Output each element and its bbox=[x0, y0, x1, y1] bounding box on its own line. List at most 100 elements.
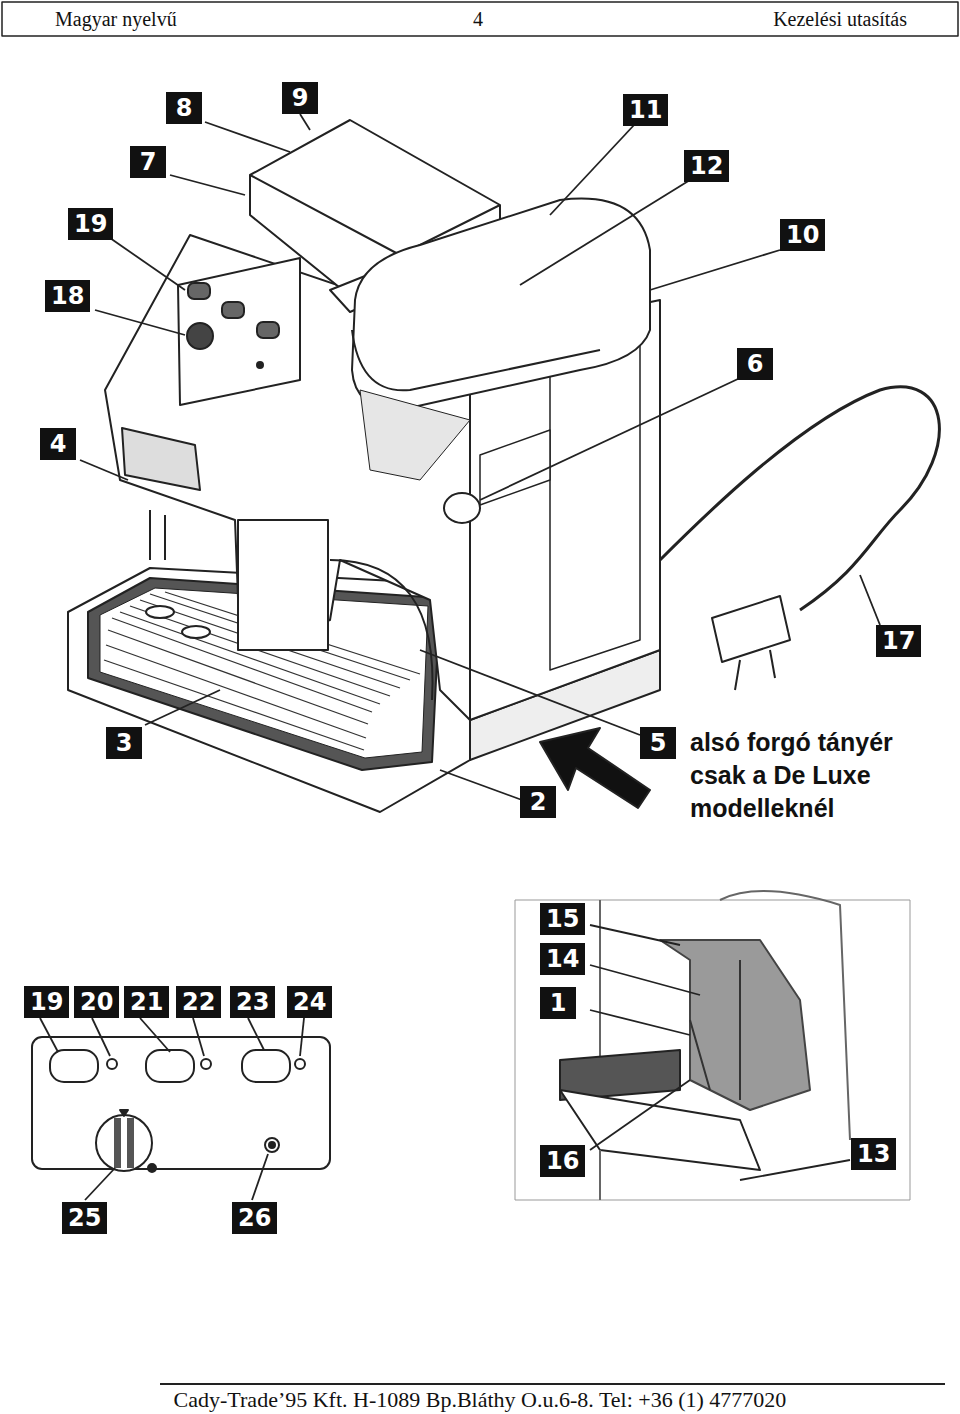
panel-shape bbox=[242, 1050, 290, 1082]
round-part bbox=[96, 1115, 152, 1171]
round-part bbox=[148, 1164, 156, 1172]
leader-line bbox=[860, 575, 880, 625]
outline-shape bbox=[352, 330, 600, 390]
leader-line bbox=[252, 1154, 268, 1200]
outline-shape bbox=[150, 510, 165, 560]
outline-shape bbox=[599, 1150, 601, 1200]
leader-line bbox=[590, 1010, 690, 1035]
panel-shape bbox=[257, 322, 279, 338]
leader-line bbox=[205, 122, 290, 152]
callout-number: 19 bbox=[68, 208, 113, 240]
outline-shape bbox=[178, 258, 300, 405]
callout-number: 15 bbox=[540, 903, 585, 935]
leader-line bbox=[106, 645, 366, 738]
callout-number: 5 bbox=[640, 727, 676, 759]
callout-number: 25 bbox=[62, 1202, 107, 1234]
callout-number: 2 bbox=[520, 786, 556, 818]
callout-number: 23 bbox=[230, 986, 275, 1018]
leader-line bbox=[95, 310, 185, 335]
leader-line bbox=[104, 660, 364, 750]
outline-shape bbox=[122, 428, 200, 490]
leader-line bbox=[248, 1018, 264, 1050]
leader-line bbox=[740, 1160, 850, 1180]
panel-shape bbox=[50, 1050, 98, 1082]
leader-line bbox=[480, 378, 740, 500]
drawing-group bbox=[40, 1018, 304, 1200]
leader-line bbox=[300, 1018, 304, 1056]
leader-line bbox=[145, 690, 220, 725]
panel-shape bbox=[238, 520, 328, 650]
leader-line bbox=[770, 650, 775, 678]
note-text: alsó forgó tányér csak a De Luxe modelle… bbox=[690, 726, 952, 825]
outline-shape bbox=[480, 430, 550, 505]
outline-shape bbox=[660, 387, 939, 610]
panel-shape bbox=[188, 283, 210, 299]
outline-shape bbox=[540, 728, 650, 808]
round-part bbox=[265, 1138, 279, 1152]
callout-number: 6 bbox=[737, 348, 773, 380]
leader-line bbox=[40, 1018, 58, 1052]
panel-shape bbox=[222, 302, 244, 318]
round-part bbox=[257, 362, 263, 368]
outline-shape bbox=[120, 1110, 128, 1116]
leader-line bbox=[193, 1018, 204, 1056]
callout-number: 3 bbox=[106, 727, 142, 759]
round-part bbox=[146, 606, 174, 618]
outline-shape bbox=[330, 560, 433, 700]
leader-line bbox=[440, 770, 522, 800]
callout-number: 22 bbox=[176, 986, 221, 1018]
outline-shape bbox=[690, 960, 740, 1100]
leader-line bbox=[160, 1383, 945, 1385]
callout-number: 21 bbox=[124, 986, 169, 1018]
callout-number: 1 bbox=[540, 987, 576, 1019]
leader-line bbox=[85, 1168, 115, 1200]
leader-line bbox=[80, 460, 128, 480]
leader-line bbox=[520, 180, 690, 285]
callout-number: 17 bbox=[876, 625, 921, 657]
round-part bbox=[187, 323, 213, 349]
outline-shape bbox=[550, 345, 640, 670]
callout-number: 11 bbox=[623, 94, 668, 126]
panel-shape bbox=[146, 1050, 194, 1082]
callout-number: 7 bbox=[130, 146, 166, 178]
drawing-group bbox=[590, 925, 850, 1180]
outline-shape bbox=[360, 390, 470, 480]
callout-number: 10 bbox=[780, 219, 825, 251]
leader-line bbox=[590, 925, 680, 945]
leader-line bbox=[92, 1018, 110, 1056]
drawing-group bbox=[80, 114, 880, 800]
outline-shape bbox=[352, 199, 650, 410]
leader-line bbox=[650, 250, 780, 290]
callout-number: 18 bbox=[45, 280, 90, 312]
leader-line bbox=[735, 660, 740, 690]
outline-shape bbox=[515, 900, 910, 1200]
panel-shape bbox=[114, 1118, 121, 1168]
callout-number: 9 bbox=[282, 82, 318, 114]
callout-number: 19 bbox=[24, 986, 69, 1018]
callout-number: 8 bbox=[166, 92, 202, 124]
leader-line bbox=[590, 1080, 690, 1150]
round-part bbox=[269, 1142, 275, 1148]
leader-line bbox=[550, 124, 635, 215]
header-text: Magyar nyelvű bbox=[55, 7, 177, 31]
drawing-group bbox=[2, 2, 958, 1384]
leader-line bbox=[590, 965, 700, 995]
leader-line bbox=[110, 238, 185, 290]
header-text: Kezelési utasítás bbox=[773, 7, 907, 31]
callout-number: 4 bbox=[40, 428, 76, 460]
callout-number: 24 bbox=[287, 986, 332, 1018]
leader-line bbox=[140, 1018, 170, 1052]
panel-shape bbox=[127, 1118, 134, 1168]
callout-number: 12 bbox=[684, 150, 729, 182]
round-part bbox=[201, 1059, 211, 1069]
callout-number: 20 bbox=[74, 986, 119, 1018]
footer-text: Cady-Trade’95 Kft. H-1089 Bp.Bláthy O.u.… bbox=[174, 1387, 787, 1413]
panel-shape bbox=[32, 1037, 330, 1169]
leader-line bbox=[170, 175, 245, 195]
callout-number: 16 bbox=[540, 1145, 585, 1177]
callout-number: 13 bbox=[851, 1138, 896, 1170]
outline-shape bbox=[712, 596, 790, 662]
round-part bbox=[295, 1059, 305, 1069]
round-part bbox=[444, 493, 480, 523]
